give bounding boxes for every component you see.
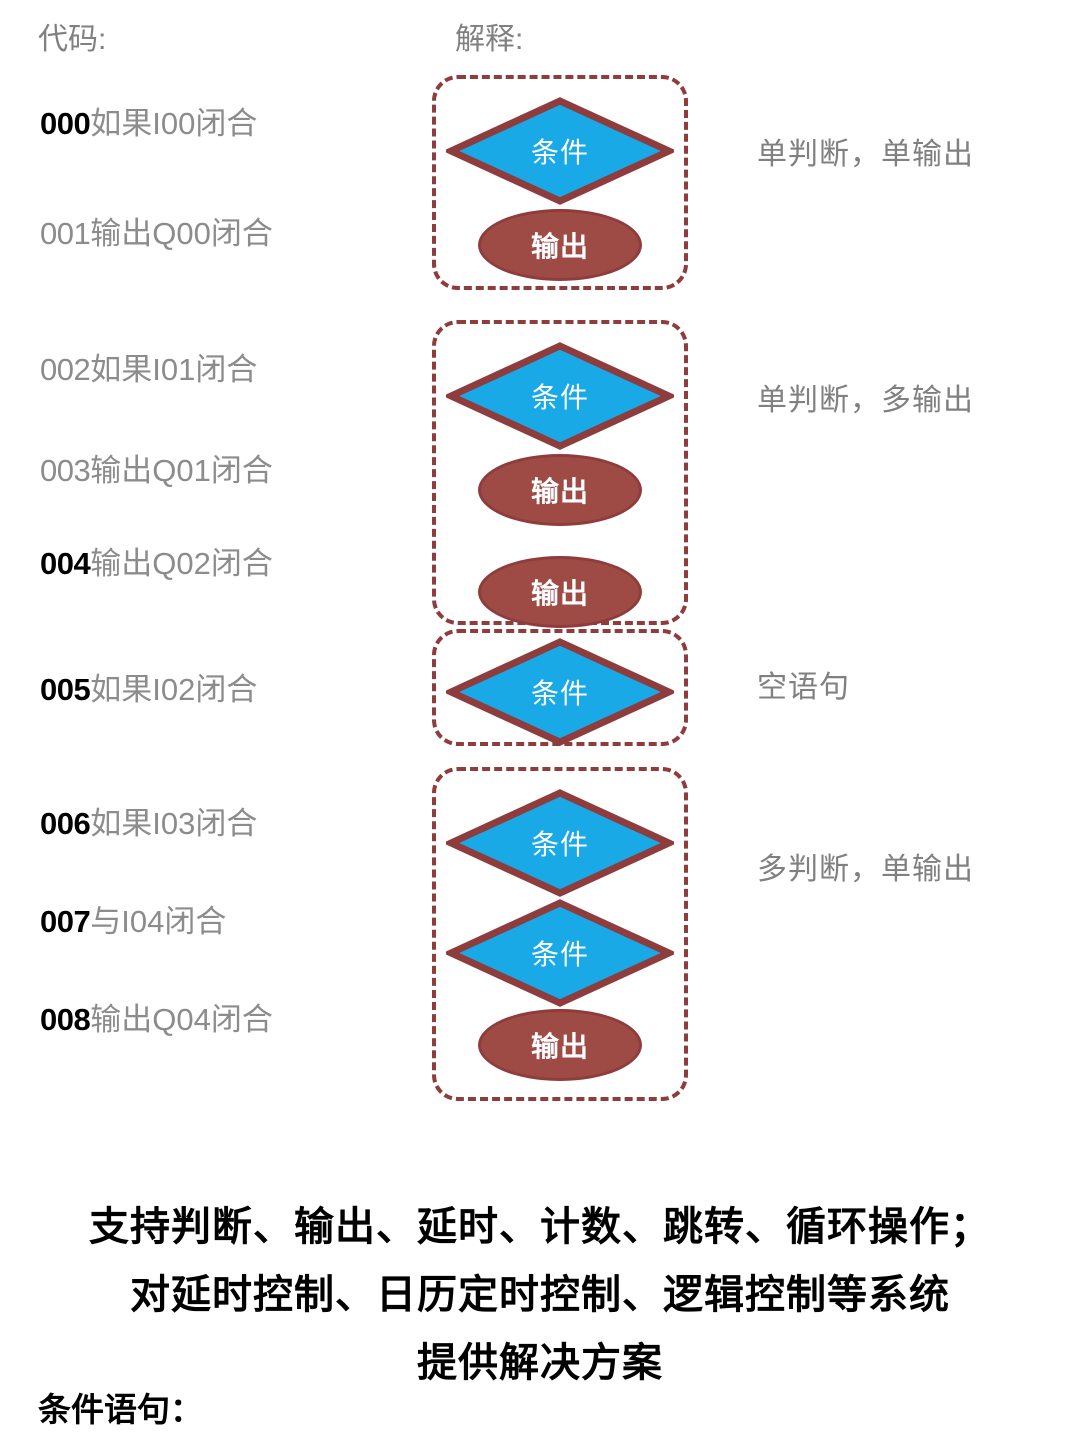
explanation-note: 单判断，多输出 (757, 384, 974, 417)
code-line-text: 如果I03闭合 (90, 806, 258, 841)
decision-diamond: 条件 (446, 97, 674, 205)
conditional-statement-label: 条件语句： (38, 1391, 203, 1428)
explanation-note: 单判断，单输出 (757, 138, 974, 171)
summary-line: 对延时控制、日历定时控制、逻辑控制等系统 (130, 1273, 950, 1317)
code-line: 007与I04闭合 (40, 906, 226, 937)
code-line-text: 如果I01闭合 (90, 352, 258, 387)
code-line: 006如果I03闭合 (40, 808, 257, 839)
group-multi-decision-single-output: 条件条件输出 (432, 767, 688, 1101)
code-line: 005如果I02闭合 (40, 674, 257, 705)
output-label: 输出 (530, 476, 589, 507)
decision-diamond: 条件 (446, 638, 674, 746)
summary-line: 支持判断、输出、延时、计数、跳转、循环操作； (89, 1205, 991, 1249)
code-line: 002如果I01闭合 (40, 354, 257, 385)
code-line-number: 005 (40, 672, 91, 707)
code-line-number: 008 (40, 1002, 91, 1037)
code-line-number: 001 (40, 216, 91, 251)
code-line: 001输出Q00闭合 (40, 218, 273, 249)
code-line: 000如果I00闭合 (40, 108, 257, 139)
code-line-number: 003 (40, 453, 91, 488)
output-ellipse: 输出 (478, 556, 642, 628)
decision-diamond: 条件 (446, 899, 674, 1007)
output-label: 输出 (530, 231, 589, 262)
code-line-number: 002 (40, 352, 91, 387)
code-line-text: 输出Q01闭合 (90, 453, 273, 488)
code-line-number: 007 (40, 904, 91, 939)
code-line: 003输出Q01闭合 (40, 455, 273, 486)
explanation-column-header: 解释: (455, 23, 524, 56)
decision-diamond: 条件 (446, 342, 674, 450)
explanation-note: 多判断，单输出 (757, 853, 974, 886)
code-line-text: 如果I02闭合 (90, 672, 258, 707)
output-label: 输出 (530, 1031, 589, 1062)
code-line-number: 004 (40, 546, 91, 581)
explanation-note: 空语句 (757, 671, 850, 704)
code-line-text: 输出Q04闭合 (90, 1002, 273, 1037)
output-ellipse: 输出 (478, 209, 642, 281)
output-ellipse: 输出 (478, 1009, 642, 1081)
output-ellipse: 输出 (478, 454, 642, 526)
group-empty-statement: 条件 (432, 629, 688, 746)
summary-line: 提供解决方案 (417, 1341, 663, 1385)
code-line-text: 与I04闭合 (90, 904, 227, 939)
summary-paragraph: 支持判断、输出、延时、计数、跳转、循环操作； 对延时控制、日历定时控制、逻辑控制等… (0, 1193, 1080, 1397)
code-line-text: 输出Q00闭合 (90, 216, 273, 251)
group-single-decision-single-output: 条件输出 (432, 75, 688, 290)
code-line-number: 000 (40, 106, 91, 141)
code-line-text: 输出Q02闭合 (90, 546, 273, 581)
code-line-text: 如果I00闭合 (90, 106, 258, 141)
code-column-header: 代码: (38, 23, 107, 56)
decision-diamond: 条件 (446, 789, 674, 897)
code-line: 004输出Q02闭合 (40, 548, 273, 579)
code-line-number: 006 (40, 806, 91, 841)
code-line: 008输出Q04闭合 (40, 1004, 273, 1035)
group-single-decision-multi-output: 条件输出输出 (432, 320, 688, 628)
output-label: 输出 (530, 578, 589, 609)
